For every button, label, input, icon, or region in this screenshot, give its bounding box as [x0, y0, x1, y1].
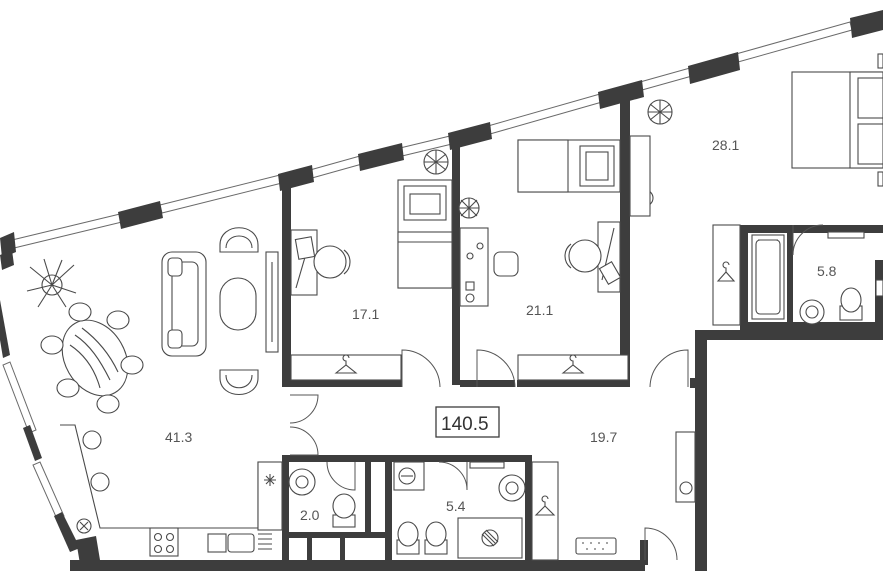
total-area-badge: 140.5 — [435, 406, 500, 438]
desk — [597, 221, 622, 293]
room-area-bath-master: 5.8 — [817, 263, 837, 279]
hanger-icon — [334, 354, 358, 374]
stool — [493, 251, 519, 277]
bedroom-1-furniture — [290, 149, 453, 381]
hanger-icon — [716, 261, 736, 282]
plant-icon — [76, 518, 92, 534]
room-area-master-bedroom: 28.1 — [712, 137, 739, 153]
bed-icon — [397, 179, 453, 289]
bed-icon — [791, 53, 883, 187]
dining-table — [61, 319, 129, 397]
shower-tray — [457, 517, 523, 559]
sink-icon — [498, 474, 526, 502]
doors — [289, 224, 824, 561]
wc-fixtures — [288, 468, 356, 528]
hanger-icon — [534, 495, 556, 516]
main-bath-fixtures — [393, 461, 526, 559]
wardrobe — [517, 354, 629, 381]
hall-wardrobe — [531, 461, 559, 561]
vanity — [459, 227, 489, 307]
toilet-icon — [839, 287, 863, 321]
sofa-icon — [161, 251, 207, 357]
master-bedroom-furniture — [629, 53, 883, 326]
sink-icon — [799, 299, 825, 325]
armchair-bottom — [219, 369, 259, 396]
chair-icon — [40, 302, 144, 414]
hanger-icon — [561, 354, 585, 374]
room-area-hall: 19.7 — [590, 429, 617, 445]
doormat — [575, 537, 617, 555]
master-bath-fixtures — [751, 231, 883, 325]
hall-furniture — [531, 431, 696, 561]
kitchen — [60, 424, 283, 557]
toilet-icon — [332, 493, 356, 528]
wardrobe — [629, 135, 651, 217]
bathtub — [751, 234, 785, 320]
plant-icon — [423, 149, 449, 175]
chair-icon — [564, 239, 602, 273]
walls — [0, 10, 883, 571]
wardrobe — [290, 354, 402, 381]
snowflake-icon — [264, 474, 276, 486]
room-area-bedroom-1: 17.1 — [352, 306, 379, 322]
room-area-bedroom-2: 21.1 — [526, 302, 553, 318]
living-room-furniture — [26, 227, 283, 557]
room-area-bath-main: 5.4 — [446, 498, 466, 514]
palm-tree-icon — [26, 258, 77, 308]
bidet-icon — [424, 521, 448, 555]
bedroom-2-furniture — [458, 139, 629, 381]
sink-icon — [288, 468, 316, 496]
coffee-table — [219, 277, 257, 331]
bed-icon — [517, 139, 621, 193]
desk — [290, 229, 318, 296]
chair-icon — [313, 245, 351, 279]
plant-icon — [458, 197, 480, 219]
master-wardrobe — [712, 224, 741, 326]
toilet-icon — [396, 521, 420, 555]
armchair-top — [219, 227, 259, 253]
area-labels: 41.3 17.1 21.1 28.1 5.8 19.7 2.0 5.4 — [165, 137, 837, 523]
room-area-wc: 2.0 — [300, 507, 320, 523]
room-area-living: 41.3 — [165, 429, 192, 445]
plant-icon — [647, 99, 673, 125]
total-area: 140.5 — [441, 414, 489, 435]
